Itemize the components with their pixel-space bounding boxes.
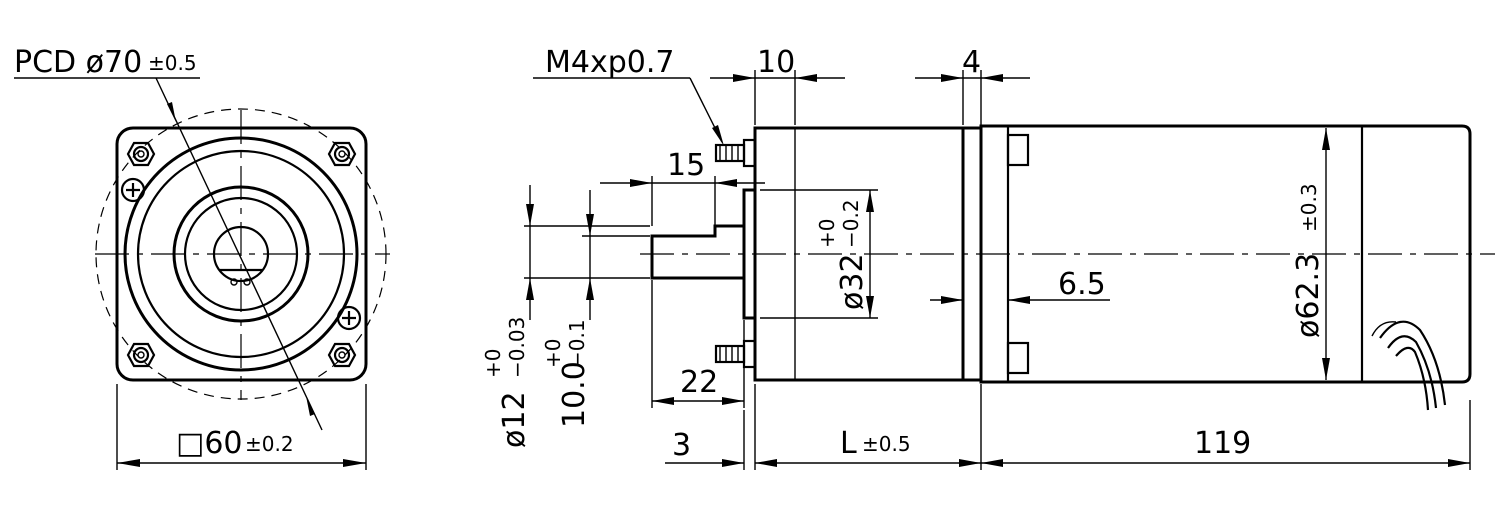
pcd-tolerance: ±0.5: [148, 51, 197, 75]
mounting-hole-bottom-left: [126, 342, 156, 368]
mounting-hole-top-left: [126, 141, 156, 167]
pcd-label: PCD ø70: [14, 45, 142, 80]
dim-10-0: 10.0: [557, 361, 592, 428]
mounting-hole-bottom-right: [327, 342, 357, 368]
dia-62: ø62.3: [1291, 253, 1326, 338]
dia-12: ø12: [497, 391, 532, 448]
dia-12-tol-upper: +0: [481, 349, 505, 378]
dim-L: L: [840, 426, 857, 461]
motor-body: [979, 124, 1472, 384]
screw-right: [336, 305, 362, 331]
dia-32-tol-upper: +0: [815, 219, 839, 248]
dia-12-tol-lower: −0.03: [505, 317, 529, 378]
dim-10-0-tol-lower: −0.1: [565, 319, 589, 368]
square-label: □60: [176, 426, 243, 461]
bolt-top: [714, 138, 757, 168]
dim-15: 15: [667, 148, 705, 183]
bolt-bottom: [714, 339, 757, 369]
dim-4: 4: [962, 45, 981, 80]
dia-32: ø32: [835, 253, 870, 310]
dim-3: 3: [672, 428, 691, 463]
dia-62-tol: ±0.3: [1297, 183, 1321, 232]
motor-cable: [1379, 320, 1447, 411]
square-tolerance: ±0.2: [245, 432, 294, 456]
dim-119: 119: [1194, 426, 1251, 461]
dim-10: 10: [757, 45, 795, 80]
pcd-leader: [155, 77, 323, 431]
dim-22: 22: [680, 365, 718, 400]
front-view: PCD ø70 ±0.5 □60 ±0.2: [14, 45, 390, 470]
dim-L-tolerance: ±0.5: [862, 432, 911, 456]
mounting-hole-top-right: [327, 141, 357, 167]
dim-10-0-tol-upper: +0: [541, 339, 565, 368]
thread-label: M4xp0.7: [545, 45, 674, 80]
dia-32-tol-lower: −0.2: [839, 199, 863, 248]
screw-left: [120, 177, 146, 203]
side-view: M4xp0.7 10 4 15 22: [481, 45, 1495, 470]
output-shaft: [650, 224, 744, 280]
dim-6-5: 6.5: [1058, 267, 1106, 302]
